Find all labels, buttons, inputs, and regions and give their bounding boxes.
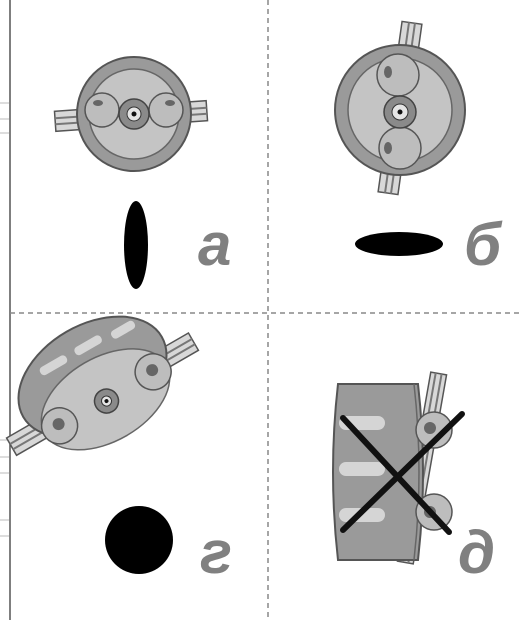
- panel-label-g: г: [200, 519, 232, 586]
- spot-circle: [105, 506, 173, 574]
- spot-vertical-ellipse: [124, 201, 148, 289]
- panel-g: г: [0, 279, 232, 586]
- panel-label-d: д: [458, 519, 495, 586]
- panel-d: д: [333, 372, 495, 586]
- panel-label-a: а: [198, 211, 231, 278]
- panel-label-b: б: [464, 211, 503, 278]
- panel-b: б: [335, 21, 503, 278]
- bearing-top-view-vertical: [335, 21, 465, 194]
- bearing-top-view-horizontal: [54, 57, 207, 171]
- margin-ticks: [0, 103, 9, 536]
- spot-horizontal-ellipse: [355, 232, 443, 256]
- bearing-tilted-view: [0, 279, 217, 488]
- panel-a: а: [54, 57, 231, 289]
